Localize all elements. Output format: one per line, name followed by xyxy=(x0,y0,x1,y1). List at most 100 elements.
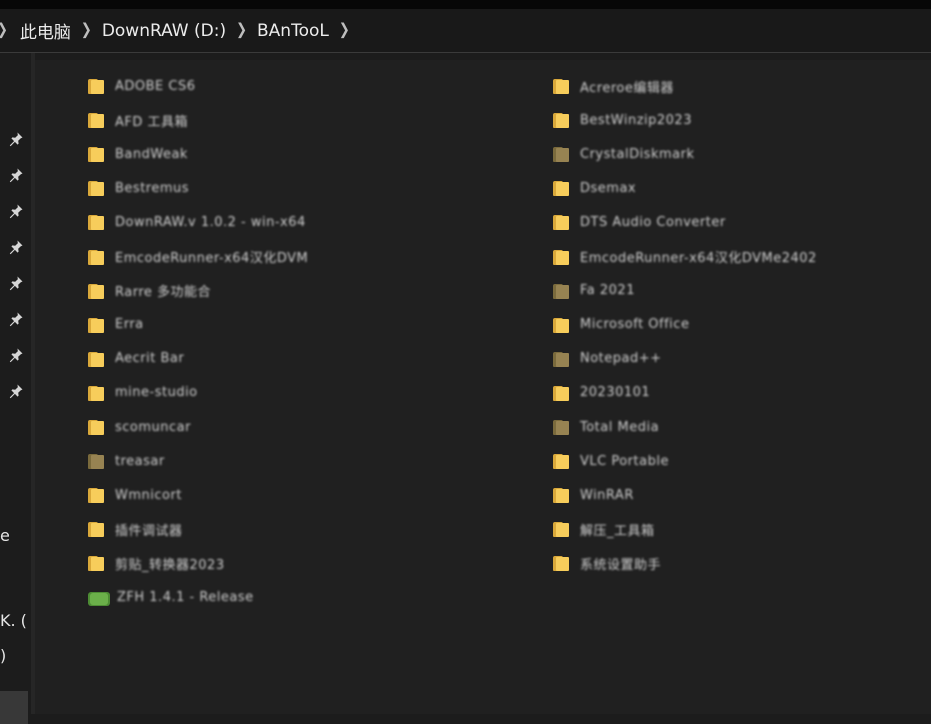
folder-item[interactable]: EmcodeRunner-x64汉化DVMe2402 xyxy=(553,242,817,272)
folder-item[interactable]: 系统设置助手 xyxy=(553,548,661,578)
folder-name: 插件调试器 xyxy=(115,523,183,539)
pin-icon xyxy=(8,347,24,363)
folder-yellow-icon xyxy=(553,453,569,470)
folder-green-icon xyxy=(88,590,110,606)
pin-icon xyxy=(8,131,24,147)
sidebar-item-label[interactable]: K. ( xyxy=(0,611,27,630)
folder-name: treasar xyxy=(115,453,165,469)
folder-item[interactable]: Acreroe编辑器 xyxy=(553,71,674,101)
folder-yellow-icon xyxy=(88,180,104,197)
folder-name: Wmnicort xyxy=(115,487,182,503)
folder-item[interactable]: Total Media xyxy=(553,412,659,442)
folder-yellow-icon xyxy=(553,487,569,504)
folder-yellow-icon xyxy=(88,419,104,435)
folder-yellow-icon xyxy=(88,249,104,265)
folder-item[interactable]: 解压_工具箱 xyxy=(553,514,655,544)
folder-item[interactable]: ADOBE CS6 xyxy=(88,71,196,101)
folder-item[interactable]: BestWinzip2023 xyxy=(553,105,692,135)
breadcrumb-folder[interactable]: BAnTooL xyxy=(257,20,329,41)
folder-yellow-icon xyxy=(88,146,104,163)
title-bar-strip xyxy=(0,0,931,9)
folder-yellow-icon xyxy=(553,214,569,231)
folder-name: EmcodeRunner-x64汉化DVMe2402 xyxy=(580,251,817,266)
sidebar-selected-item[interactable] xyxy=(0,691,28,724)
folder-name: BestWinzip2023 xyxy=(580,112,692,128)
chevron-right-icon[interactable]: ❯ xyxy=(236,21,248,40)
folder-olive-icon xyxy=(553,419,569,435)
folder-name: DownRAW.v 1.0.2 - win-x64 xyxy=(115,214,306,230)
folder-item[interactable]: Bestremus xyxy=(88,173,189,203)
folder-name: CrystalDiskmark xyxy=(580,146,695,162)
address-bar[interactable]: ❯ 此电脑 ❯ DownRAW (D:) ❯ BAnTooL ❯ xyxy=(0,9,931,53)
folder-item[interactable]: Fa 2021 xyxy=(553,276,635,306)
folder-yellow-icon xyxy=(88,487,104,504)
folder-yellow-icon xyxy=(88,78,104,94)
folder-item[interactable]: DownRAW.v 1.0.2 - win-x64 xyxy=(88,207,306,237)
folder-yellow-icon xyxy=(88,112,104,129)
folder-item[interactable]: Microsoft Office xyxy=(553,310,689,340)
folder-item[interactable]: Wmnicort xyxy=(88,480,182,510)
folder-item[interactable]: CrystalDiskmark xyxy=(553,139,695,169)
folder-name: Aecrit Bar xyxy=(115,351,185,367)
folder-name: mine-studio xyxy=(115,385,198,401)
folder-olive-icon xyxy=(553,146,569,163)
folder-name: VLC Portable xyxy=(580,453,669,469)
folder-name: DTS Audio Converter xyxy=(580,214,726,230)
folder-yellow-icon xyxy=(553,521,569,538)
folder-item[interactable]: scomuncar xyxy=(88,412,191,442)
folder-name: WinRAR xyxy=(580,487,634,503)
folder-item[interactable]: Erra xyxy=(88,310,144,340)
pin-icon xyxy=(8,167,24,183)
folder-item[interactable]: 插件调试器 xyxy=(88,514,183,544)
folder-name: AFD 工具箱 xyxy=(115,114,189,130)
folder-name: scomuncar xyxy=(115,419,191,435)
folder-item[interactable]: Notepad++ xyxy=(553,344,662,374)
folder-name: 剪贴_转换器2023 xyxy=(115,557,225,573)
chevron-right-icon[interactable]: ❯ xyxy=(338,21,350,40)
folder-item[interactable]: WinRAR xyxy=(553,480,634,510)
folder-yellow-icon xyxy=(553,555,569,572)
folder-name: ZFH 1.4.1 - Release xyxy=(117,590,254,605)
folder-item[interactable]: EmcodeRunner-x64汉化DVM xyxy=(88,242,308,272)
pane-divider[interactable] xyxy=(31,53,35,714)
folder-yellow-icon xyxy=(553,112,569,129)
chevron-right-icon[interactable]: ❯ xyxy=(80,21,92,40)
folder-name: ADOBE CS6 xyxy=(115,78,196,94)
folder-name: Dsemax xyxy=(580,180,637,196)
breadcrumb-drive[interactable]: DownRAW (D:) xyxy=(101,20,227,41)
folder-name: 系统设置助手 xyxy=(580,557,662,573)
pin-icon xyxy=(8,203,24,219)
pin-icon xyxy=(8,311,24,327)
sidebar-item-label[interactable]: e xyxy=(0,526,10,545)
folder-item[interactable]: VLC Portable xyxy=(553,446,669,476)
folder-yellow-icon xyxy=(553,78,569,94)
folder-item[interactable]: ZFH 1.4.1 - Release xyxy=(88,583,254,613)
folder-item[interactable]: 剪贴_转换器2023 xyxy=(88,548,225,578)
pin-icon xyxy=(8,383,24,399)
folder-item[interactable]: treasar xyxy=(88,446,165,476)
folder-yellow-icon xyxy=(88,385,104,401)
folder-name: Notepad++ xyxy=(580,351,662,367)
folder-yellow-icon xyxy=(553,249,569,265)
folder-yellow-icon xyxy=(88,351,104,367)
breadcrumb-this-pc[interactable]: 此电脑 xyxy=(19,23,71,43)
folder-item[interactable]: 20230101 xyxy=(553,378,650,408)
folder-olive-icon xyxy=(553,351,569,367)
folder-item[interactable]: AFD 工具箱 xyxy=(88,105,188,135)
folder-yellow-icon xyxy=(88,555,104,572)
folder-yellow-icon xyxy=(553,180,569,197)
folder-olive-icon xyxy=(88,453,104,470)
folder-item[interactable]: mine-studio xyxy=(88,378,198,408)
navigation-pane[interactable] xyxy=(0,53,31,724)
folder-name: 解压_工具箱 xyxy=(580,523,655,539)
folder-olive-icon xyxy=(553,283,569,299)
chevron-right-icon[interactable]: ❯ xyxy=(0,22,8,40)
folder-item[interactable]: Aecrit Bar xyxy=(88,344,184,374)
folder-item[interactable]: Rarre 多功能合 xyxy=(88,276,211,306)
folder-name: 20230101 xyxy=(580,385,651,401)
folder-item[interactable]: Dsemax xyxy=(553,173,636,203)
folder-item[interactable]: DTS Audio Converter xyxy=(553,207,726,237)
folder-item[interactable]: BandWeak xyxy=(88,139,188,169)
sidebar-item-label[interactable]: ) xyxy=(0,646,7,665)
